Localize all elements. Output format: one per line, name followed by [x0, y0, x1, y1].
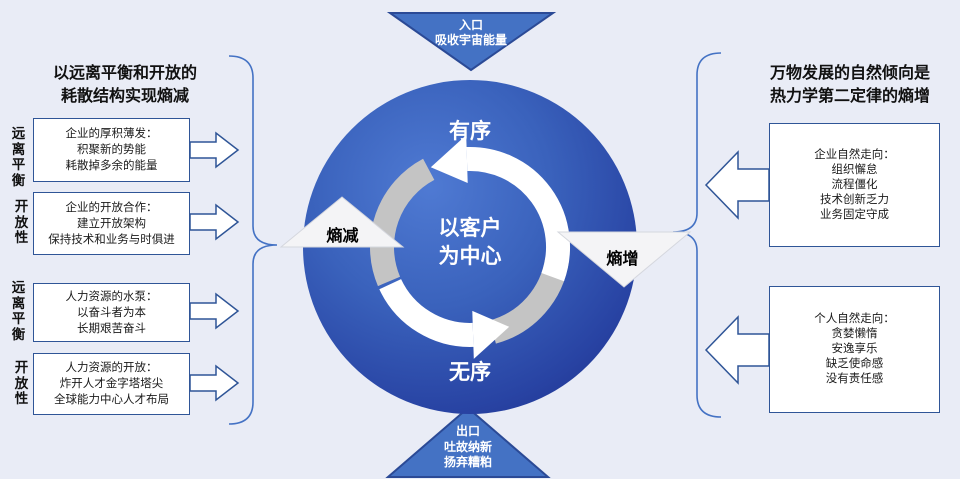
entropy-increase-triangle: [556, 231, 692, 288]
right-box-1: 企业自然走向： 组织懈怠 流程僵化 技术创新乏力 业务固定守成: [769, 123, 940, 247]
entry-triangle-label: 入口 吸收宇宙能量: [391, 18, 551, 48]
left-brace: [228, 55, 278, 425]
left-section-title: 以远离平衡和开放的 耗散结构实现熵减: [15, 62, 235, 108]
right-box-1-line-5: 业务固定守成: [820, 208, 889, 221]
main-circle: [303, 80, 637, 414]
exit-line-2: 吐故纳新: [443, 439, 492, 454]
right-section-title: 万物发展的自然倾向是 热力学第二定律的熵增: [740, 62, 960, 108]
cycle-white-arc-top: [466, 146, 571, 282]
entry-triangle: [386, 12, 557, 72]
left-box-2-line-1: 企业的开放合作：: [65, 201, 158, 214]
side-label-openness-2: 开放性: [14, 360, 29, 406]
left-title-line-1: 以远离平衡和开放的: [52, 65, 197, 82]
entry-line-2: 吸收宇宙能量: [434, 33, 507, 47]
right-box-1-line-3: 流程僵化: [831, 178, 878, 191]
left-title-line-2: 耗散结构实现熵减: [60, 88, 189, 105]
right-title-line-2: 热力学第二定律的熵增: [769, 88, 930, 105]
left-box-1-line-1: 企业的厚积薄发：: [65, 128, 158, 140]
cycle-white-arc-bottom: [379, 278, 474, 347]
left-box-1-line-3: 耗散掉多余的能量: [65, 160, 158, 172]
cycle-arrowhead-top: [430, 135, 468, 183]
left-box-3-line-1: 人力资源的水泵：: [65, 290, 158, 303]
left-box-4: 人力资源的开放： 炸开人才金字塔塔尖 全球能力中心人才布局: [33, 353, 190, 415]
left-box-1-line-2: 积聚新的势能: [77, 144, 146, 156]
right-arrow-icon-1: [189, 131, 240, 169]
core-line-2: 为中心: [438, 245, 502, 268]
customer-centric-label: 以客户 为中心: [410, 215, 530, 271]
right-arrow-icon-3: [189, 292, 240, 330]
exit-triangle: [385, 406, 551, 478]
left-box-4-line-3: 全球能力中心人才布局: [54, 394, 169, 406]
left-box-3-line-2: 以奋斗者为本: [77, 306, 146, 319]
right-title-line-1: 万物发展的自然倾向是: [769, 65, 930, 82]
left-box-3-line-3: 长期艰苦奋斗: [77, 322, 146, 335]
right-box-2-line-3: 安逸享乐: [831, 343, 878, 355]
entropy-increase-label: 熵增: [606, 251, 639, 268]
right-box-2-line-5: 没有责任感: [825, 373, 884, 385]
entry-line-1: 入口: [458, 18, 483, 32]
right-box-1-line-2: 组织懈怠: [831, 163, 878, 176]
left-arrow-icon-2: [704, 315, 770, 385]
right-box-1-line-1: 企业自然走向：: [814, 148, 895, 161]
order-label: 有序: [449, 120, 491, 143]
exit-line-1: 出口: [455, 424, 480, 438]
left-arrow-icon-1: [704, 150, 770, 220]
left-box-1: 企业的厚积薄发： 积聚新的势能 耗散掉多余的能量: [33, 118, 190, 182]
right-box-2-line-2: 贪婪懒惰: [831, 328, 878, 340]
right-box-1-line-4: 技术创新乏力: [820, 193, 889, 206]
entropy-decrease-triangle: [279, 196, 405, 248]
core-line-1: 以客户: [438, 217, 502, 240]
right-box-2-line-1: 个人自然走向：: [814, 313, 895, 325]
left-box-2-line-3: 保持技术和业务与时俱进: [48, 233, 175, 246]
entropy-decrease-label: 熵减: [326, 228, 359, 245]
right-arrow-icon-2: [189, 203, 240, 241]
cycle-arrowhead-bottom: [472, 310, 510, 359]
left-box-4-line-2: 炸开人才金字塔塔尖: [59, 378, 164, 390]
side-label-far-from-equilibrium-2: 远离平衡: [11, 280, 26, 342]
left-box-2-line-2: 建立开放架构: [77, 217, 146, 230]
right-box-2-line-4: 缺乏使命感: [825, 358, 884, 370]
side-label-far-from-equilibrium-1: 远离平衡: [11, 126, 26, 188]
right-box-2: 个人自然走向： 贪婪懒惰 安逸享乐 缺乏使命感 没有责任感: [769, 286, 940, 413]
exit-line-3: 扬弃糟粕: [443, 455, 492, 469]
left-box-4-line-1: 人力资源的开放：: [65, 362, 158, 374]
disorder-label: 无序: [449, 361, 491, 384]
cycle-gray-arc-left: [370, 158, 435, 287]
right-arrow-icon-4: [189, 364, 240, 402]
side-label-openness-1: 开放性: [14, 199, 29, 245]
exit-triangle-label: 出口 吐故纳新 扬弃糟粕: [389, 424, 547, 471]
left-box-3: 人力资源的水泵： 以奋斗者为本 长期艰苦奋斗: [33, 283, 190, 342]
left-box-2: 企业的开放合作： 建立开放架构 保持技术和业务与时俱进: [33, 192, 190, 255]
